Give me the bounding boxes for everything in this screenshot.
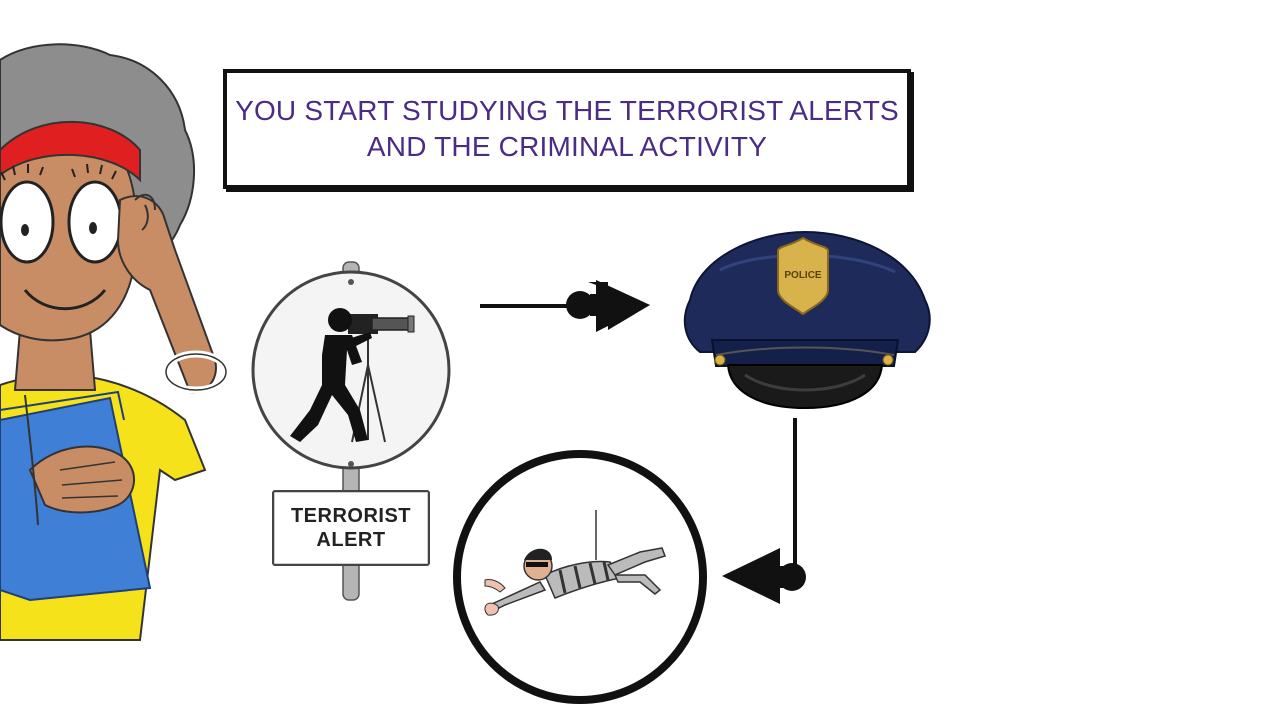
telephoto-camera-icon xyxy=(348,314,415,334)
arrow-sign-to-police xyxy=(480,280,650,332)
sign-line-1: TERRORIST xyxy=(290,505,412,527)
title-line-2: AND THE CRIMINAL ACTIVITY xyxy=(366,131,768,162)
terrorist-alert-sign xyxy=(251,261,451,601)
thief-circle xyxy=(453,450,707,704)
round-sign xyxy=(251,270,451,470)
woman-character xyxy=(0,43,230,641)
sign-line-2: ALERT xyxy=(316,529,386,551)
thief-icon xyxy=(484,547,666,616)
badge-label: POLICE xyxy=(784,270,822,281)
arrow-police-to-thief xyxy=(722,418,806,604)
title-line-1: YOU START STUDYING THE TERRORIST ALERTS xyxy=(235,95,899,126)
photographer-silhouette-icon xyxy=(290,308,372,442)
terrorist-alert-plate: TERRORIST ALERT xyxy=(272,490,430,566)
police-badge-icon xyxy=(777,236,829,316)
title-box: YOU START STUDYING THE TERRORIST ALERTS … xyxy=(223,69,911,189)
police-cap-icon: POLICE xyxy=(683,230,931,410)
